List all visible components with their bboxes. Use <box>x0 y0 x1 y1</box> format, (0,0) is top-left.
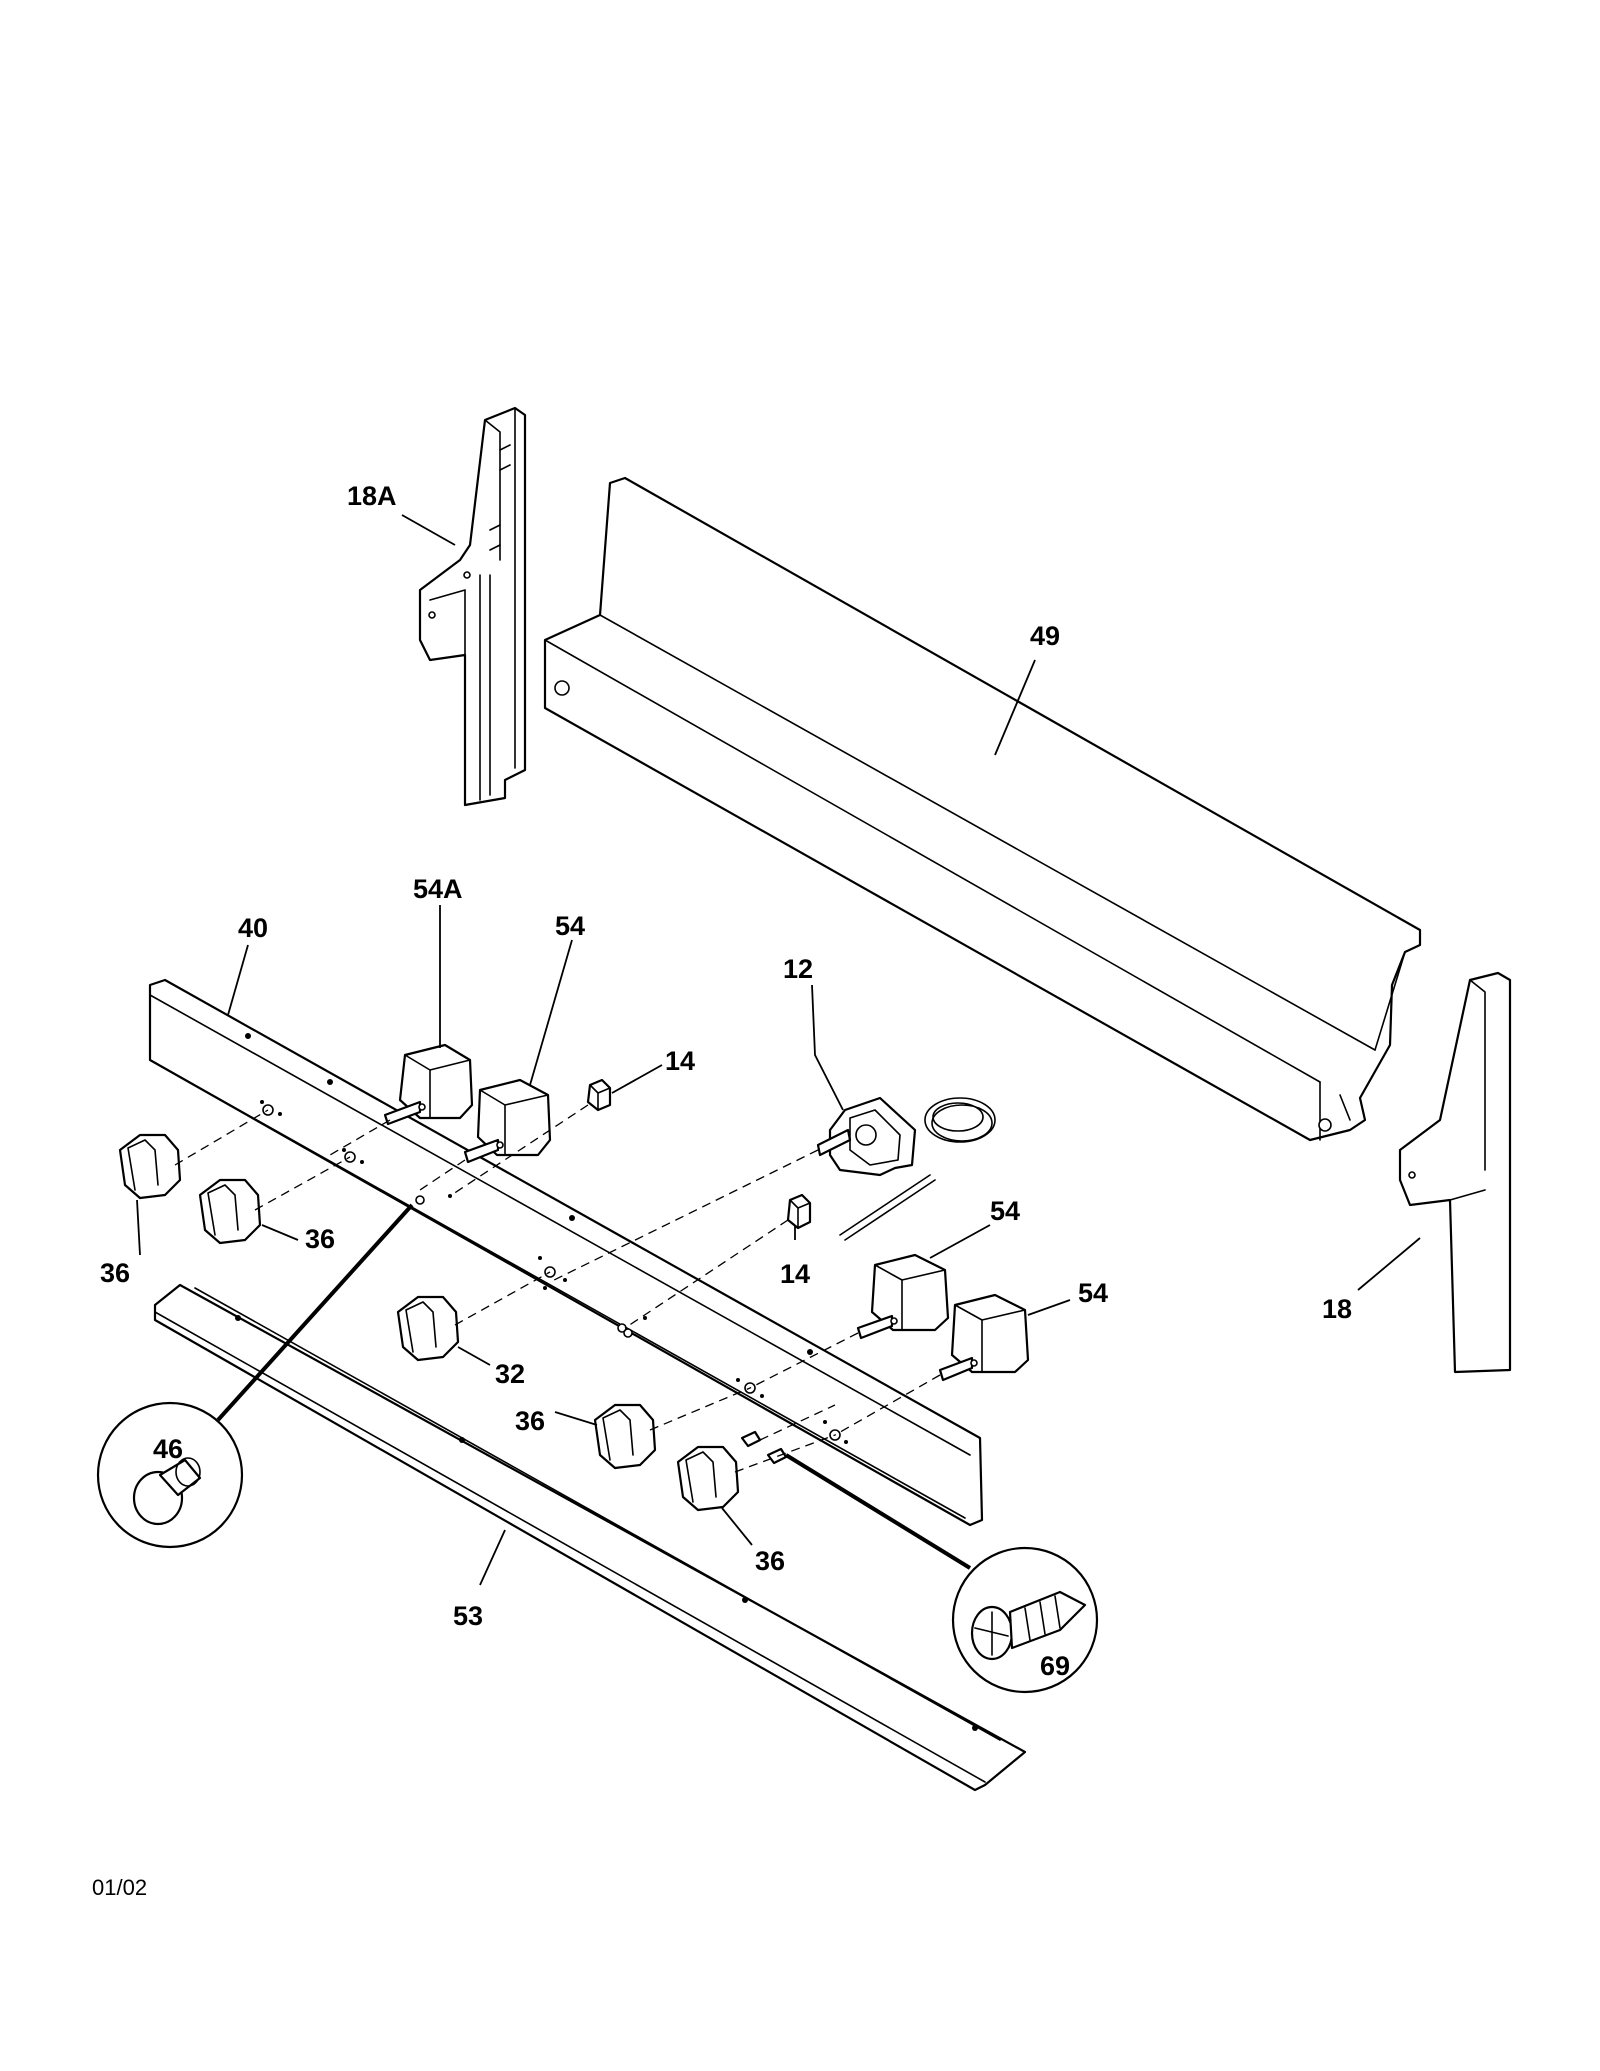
callout-14-bottom: 14 <box>780 1259 810 1289</box>
part-54a-switch <box>383 1043 474 1126</box>
callout-49: 49 <box>1030 621 1060 651</box>
screw-69-installed <box>740 1430 788 1465</box>
knob-36-second <box>198 1178 262 1245</box>
knob-36-lower <box>676 1445 740 1512</box>
callout-18a: 18A <box>347 481 397 511</box>
knob-36-mid <box>593 1403 657 1470</box>
callout-32: 32 <box>495 1359 525 1389</box>
callout-54a: 54A <box>413 874 463 904</box>
part-18a-side-trim <box>418 406 527 807</box>
knob-32-center <box>396 1295 460 1362</box>
part-14-light-top <box>586 1078 612 1112</box>
part-54-switch-right <box>938 1293 1030 1382</box>
callout-36-mid: 36 <box>515 1406 545 1436</box>
part-12-thermostat <box>816 1096 996 1241</box>
callout-14-top: 14 <box>665 1046 695 1076</box>
callout-40: 40 <box>238 913 268 943</box>
part-54-switch-mid <box>856 1253 950 1340</box>
callout-36-lower: 36 <box>755 1546 785 1576</box>
part-53-trim-strip <box>153 1283 1027 1792</box>
callout-12: 12 <box>783 954 813 984</box>
callout-labels: 18A 49 54A 40 54 12 14 36 36 14 54 54 18… <box>100 481 1352 1681</box>
leader-lines <box>136 514 1421 1586</box>
callout-36-left: 36 <box>100 1258 130 1288</box>
assembly-lines <box>174 1104 941 1473</box>
detail-69-screw <box>784 1453 1099 1694</box>
part-40-control-panel <box>148 978 984 1527</box>
part-18-side-trim <box>1398 971 1512 1374</box>
callout-54-top: 54 <box>555 911 585 941</box>
detail-46-button <box>96 1203 414 1549</box>
knob-36-left <box>118 1133 182 1200</box>
part-49-backguard <box>543 476 1422 1142</box>
callout-54-mid: 54 <box>990 1196 1020 1226</box>
callout-54-right: 54 <box>1078 1278 1108 1308</box>
callout-36-second: 36 <box>305 1224 335 1254</box>
callout-46: 46 <box>153 1434 183 1464</box>
callout-18: 18 <box>1322 1294 1352 1324</box>
part-54-switch-top <box>463 1078 552 1164</box>
part-14-light-bottom <box>786 1193 812 1230</box>
footer-code: 01/02 <box>92 1875 147 1900</box>
callout-69: 69 <box>1040 1651 1070 1681</box>
callout-53: 53 <box>453 1601 483 1631</box>
